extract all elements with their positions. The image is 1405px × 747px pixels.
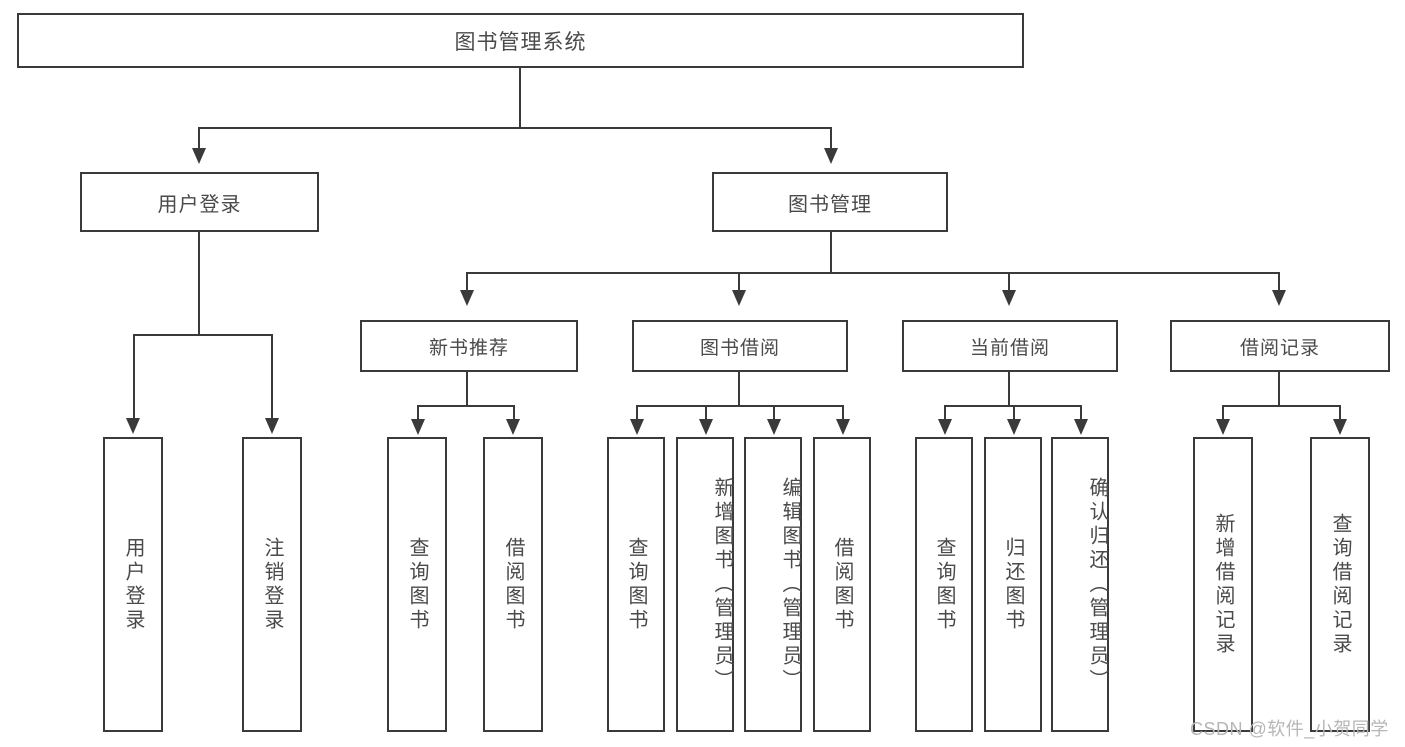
connector-book-mgmt-drop-3 [1008,272,1010,292]
leaf-nbr-borrow-book[interactable]: 借阅图书 [483,437,543,732]
node-label: 图书管理系统 [454,30,587,54]
leaf-br-add-record[interactable]: 新增借阅记录 [1193,437,1253,732]
connector-user-login-bus [133,334,273,336]
node-label: 借阅图书 [502,536,524,633]
connector-bb-bus [636,405,844,407]
arrow-icon-to-borrow-records [1272,290,1286,306]
connector-book-mgmt-drop-1 [466,272,468,292]
arrow-icon-to-new-book-recommend [460,290,474,306]
connector-book-mgmt-drop-4 [1278,272,1280,292]
connector-nbr-bus [417,405,515,407]
connector-cb-stem [1008,372,1010,406]
arrow-icon-bb-leaf-4 [836,419,850,435]
connector-br-bus [1222,405,1340,407]
connector-cb-drop-1 [944,405,946,421]
node-label: 借阅记录 [1239,337,1320,359]
connector-br-stem [1278,372,1280,406]
leaf-bb-query-book[interactable]: 查询图书 [607,437,665,732]
arrow-icon-to-login-leaf-2 [265,418,279,434]
node-current-borrow[interactable]: 当前借阅 [902,320,1118,372]
node-label: 查询借阅记录 [1329,512,1351,657]
arrow-icon-bb-leaf-2 [699,419,713,435]
arrow-icon-to-current-borrow [1002,290,1016,306]
arrow-icon-nbr-leaf-2 [506,419,520,435]
node-label: 归还图书 [1002,536,1024,633]
leaf-user-login[interactable]: 用户登录 [103,437,163,732]
node-label: 新增借阅记录 [1212,512,1234,657]
arrow-icon-br-leaf-2 [1333,419,1347,435]
node-label: 图书借阅 [699,337,780,359]
connector-root-drop-2 [830,127,832,151]
connector-book-mgmt-stem [830,232,832,274]
node-label: 用户登录 [157,193,242,216]
connector-cb-drop-2 [1013,405,1015,421]
leaf-logout[interactable]: 注销登录 [242,437,302,732]
arrow-icon-to-book-management [824,148,838,164]
connector-cb-bus [944,405,1081,407]
connector-bb-drop-1 [636,405,638,421]
node-label: 查询图书 [933,536,955,633]
leaf-nbr-query-book[interactable]: 查询图书 [387,437,447,732]
node-label: 编辑图书（管理员） [779,476,801,693]
node-book-borrow[interactable]: 图书借阅 [632,320,848,372]
connector-book-mgmt-bus [466,272,1278,274]
node-borrow-records[interactable]: 借阅记录 [1170,320,1390,372]
connector-root-stem [519,68,521,128]
arrow-icon-nbr-leaf-1 [411,419,425,435]
connector-bb-stem [738,372,740,406]
connector-bb-drop-4 [842,405,844,421]
node-label: 查询图书 [625,536,647,633]
leaf-bb-add-book-admin[interactable]: 新增图书（管理员） [676,437,734,732]
node-root-book-management-system[interactable]: 图书管理系统 [17,13,1024,68]
leaf-br-query-record[interactable]: 查询借阅记录 [1310,437,1370,732]
leaf-cb-confirm-return-admin[interactable]: 确认归还（管理员） [1051,437,1109,732]
arrow-icon-bb-leaf-3 [767,419,781,435]
connector-book-mgmt-drop-2 [738,272,740,292]
node-label: 注销登录 [261,536,283,633]
node-label: 借阅图书 [831,536,853,633]
connector-user-login-stem [198,232,200,335]
arrow-icon-cb-leaf-2 [1007,419,1021,435]
node-label: 查询图书 [406,536,428,633]
connector-br-drop-1 [1222,405,1224,421]
arrow-icon-to-book-borrow [732,290,746,306]
arrow-icon-to-login-leaf-1 [126,418,140,434]
node-new-book-recommend[interactable]: 新书推荐 [360,320,578,372]
connector-root-bus [198,127,832,129]
connector-root-drop-1 [198,127,200,151]
node-label: 当前借阅 [969,337,1050,359]
node-user-login[interactable]: 用户登录 [80,172,319,232]
node-label: 新书推荐 [428,337,509,359]
node-label: 图书管理 [788,193,872,216]
connector-nbr-drop-2 [513,405,515,421]
connector-cb-drop-3 [1080,405,1082,421]
connector-nbr-drop-1 [417,405,419,421]
leaf-bb-edit-book-admin[interactable]: 编辑图书（管理员） [744,437,802,732]
connector-nbr-stem [466,372,468,406]
connector-br-drop-2 [1339,405,1341,421]
leaf-cb-query-book[interactable]: 查询图书 [915,437,973,732]
node-book-management[interactable]: 图书管理 [712,172,948,232]
connector-bb-drop-3 [773,405,775,421]
node-label: 用户登录 [122,536,144,633]
connector-user-login-drop-1 [133,334,135,420]
arrow-icon-to-user-login [192,148,206,164]
arrow-icon-cb-leaf-1 [938,419,952,435]
leaf-bb-borrow-book[interactable]: 借阅图书 [813,437,871,732]
connector-user-login-drop-2 [271,334,273,420]
connector-bb-drop-2 [705,405,707,421]
arrow-icon-bb-leaf-1 [630,419,644,435]
leaf-cb-return-book[interactable]: 归还图书 [984,437,1042,732]
arrow-icon-br-leaf-1 [1216,419,1230,435]
arrow-icon-cb-leaf-3 [1074,419,1088,435]
node-label: 确认归还（管理员） [1086,476,1108,693]
node-label: 新增图书（管理员） [711,476,733,693]
